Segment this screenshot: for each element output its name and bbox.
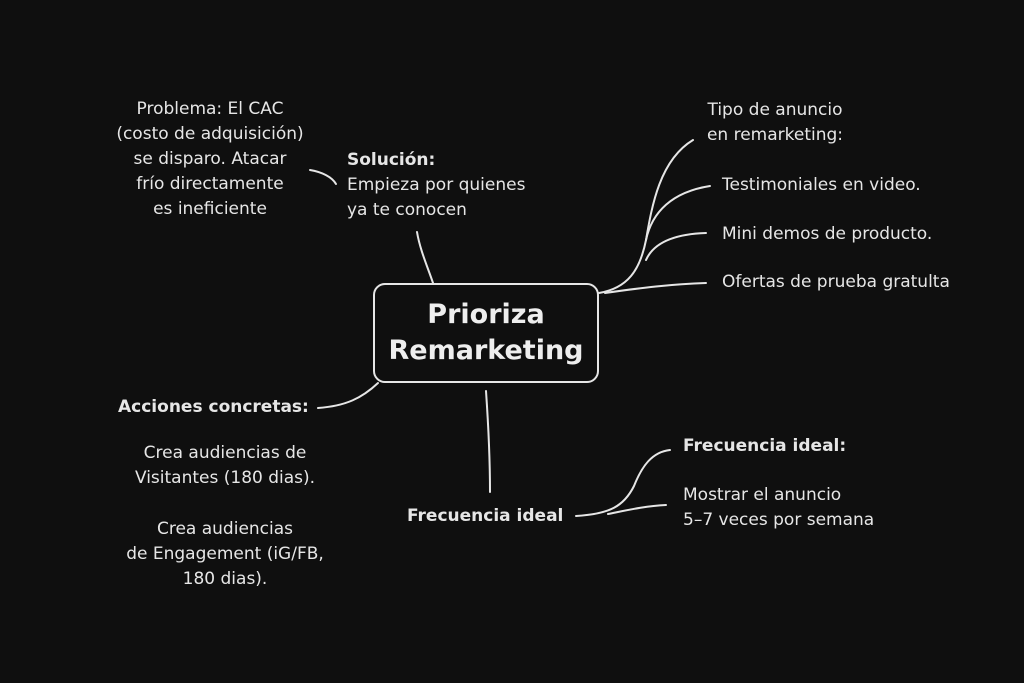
link-ad-item-2 — [645, 232, 707, 261]
link-problem — [309, 169, 337, 185]
actions-item-line: Crea audiencias — [156, 519, 294, 539]
actions-heading: Acciones concretas: — [118, 397, 309, 417]
actions-item-line: Crea audiencias de — [143, 443, 307, 463]
problem-line: frío directamente — [136, 174, 284, 194]
problem-line: es ineficiente — [153, 199, 267, 219]
ad-type-heading: Tipo de anuncio en remarketing: — [690, 98, 860, 148]
link-frequency-detail — [607, 504, 667, 515]
problem-line: Problema: El CAC — [136, 99, 284, 119]
link-ad-type — [598, 139, 694, 294]
ad-type-item: Mini demos de producto. — [722, 224, 933, 244]
central-title-line1: Prioriza — [427, 299, 545, 330]
actions-item-1: Crea audiencias de Visitantes (180 dias)… — [110, 441, 340, 491]
frequency-detail-line: 5–7 veces por semana — [683, 510, 875, 530]
problem-line: (costo de adquisición) — [116, 124, 304, 144]
link-frequency — [575, 449, 671, 517]
link-ad-item-1 — [645, 185, 711, 241]
solution-line: Empieza por quienes — [347, 175, 526, 195]
frequency-detail: Mostrar el anuncio 5–7 veces por semana — [683, 483, 874, 533]
frequency-heading: Frecuencia ideal: — [683, 436, 847, 456]
solution-line: ya te conocen — [347, 200, 467, 220]
link-frequency-node — [485, 390, 491, 493]
frequency-detail-line: Mostrar el anuncio — [683, 485, 842, 505]
ad-type-item: Ofertas de prueba gratulta — [722, 272, 950, 292]
problem-line: se disparo. Atacar — [133, 149, 287, 169]
ad-type-heading-line: en remarketing: — [706, 125, 844, 145]
central-title-line2: Remarketing — [388, 335, 584, 366]
frequency-node: Frecuencia ideal — [407, 506, 564, 526]
link-ad-item-3 — [604, 282, 707, 294]
actions-item-line: 180 dias). — [182, 569, 268, 589]
actions-item-2: Crea audiencias de Engagement (iG/FB, 18… — [110, 517, 340, 592]
solution-node: Solución: Empieza por quienes ya te cono… — [347, 148, 525, 223]
link-solution — [416, 231, 434, 284]
solution-heading: Solución: — [347, 150, 436, 170]
problem-node: Problema: El CAC (costo de adquisición) … — [95, 97, 325, 222]
central-node: Prioriza Remarketing — [373, 283, 599, 383]
link-actions — [317, 382, 379, 409]
actions-item-line: Visitantes (180 dias). — [134, 468, 316, 488]
ad-type-item: Testimoniales en video. — [722, 175, 921, 195]
actions-item-line: de Engagement (iG/FB, — [126, 544, 324, 564]
ad-type-heading-line: Tipo de anuncio — [707, 100, 843, 120]
